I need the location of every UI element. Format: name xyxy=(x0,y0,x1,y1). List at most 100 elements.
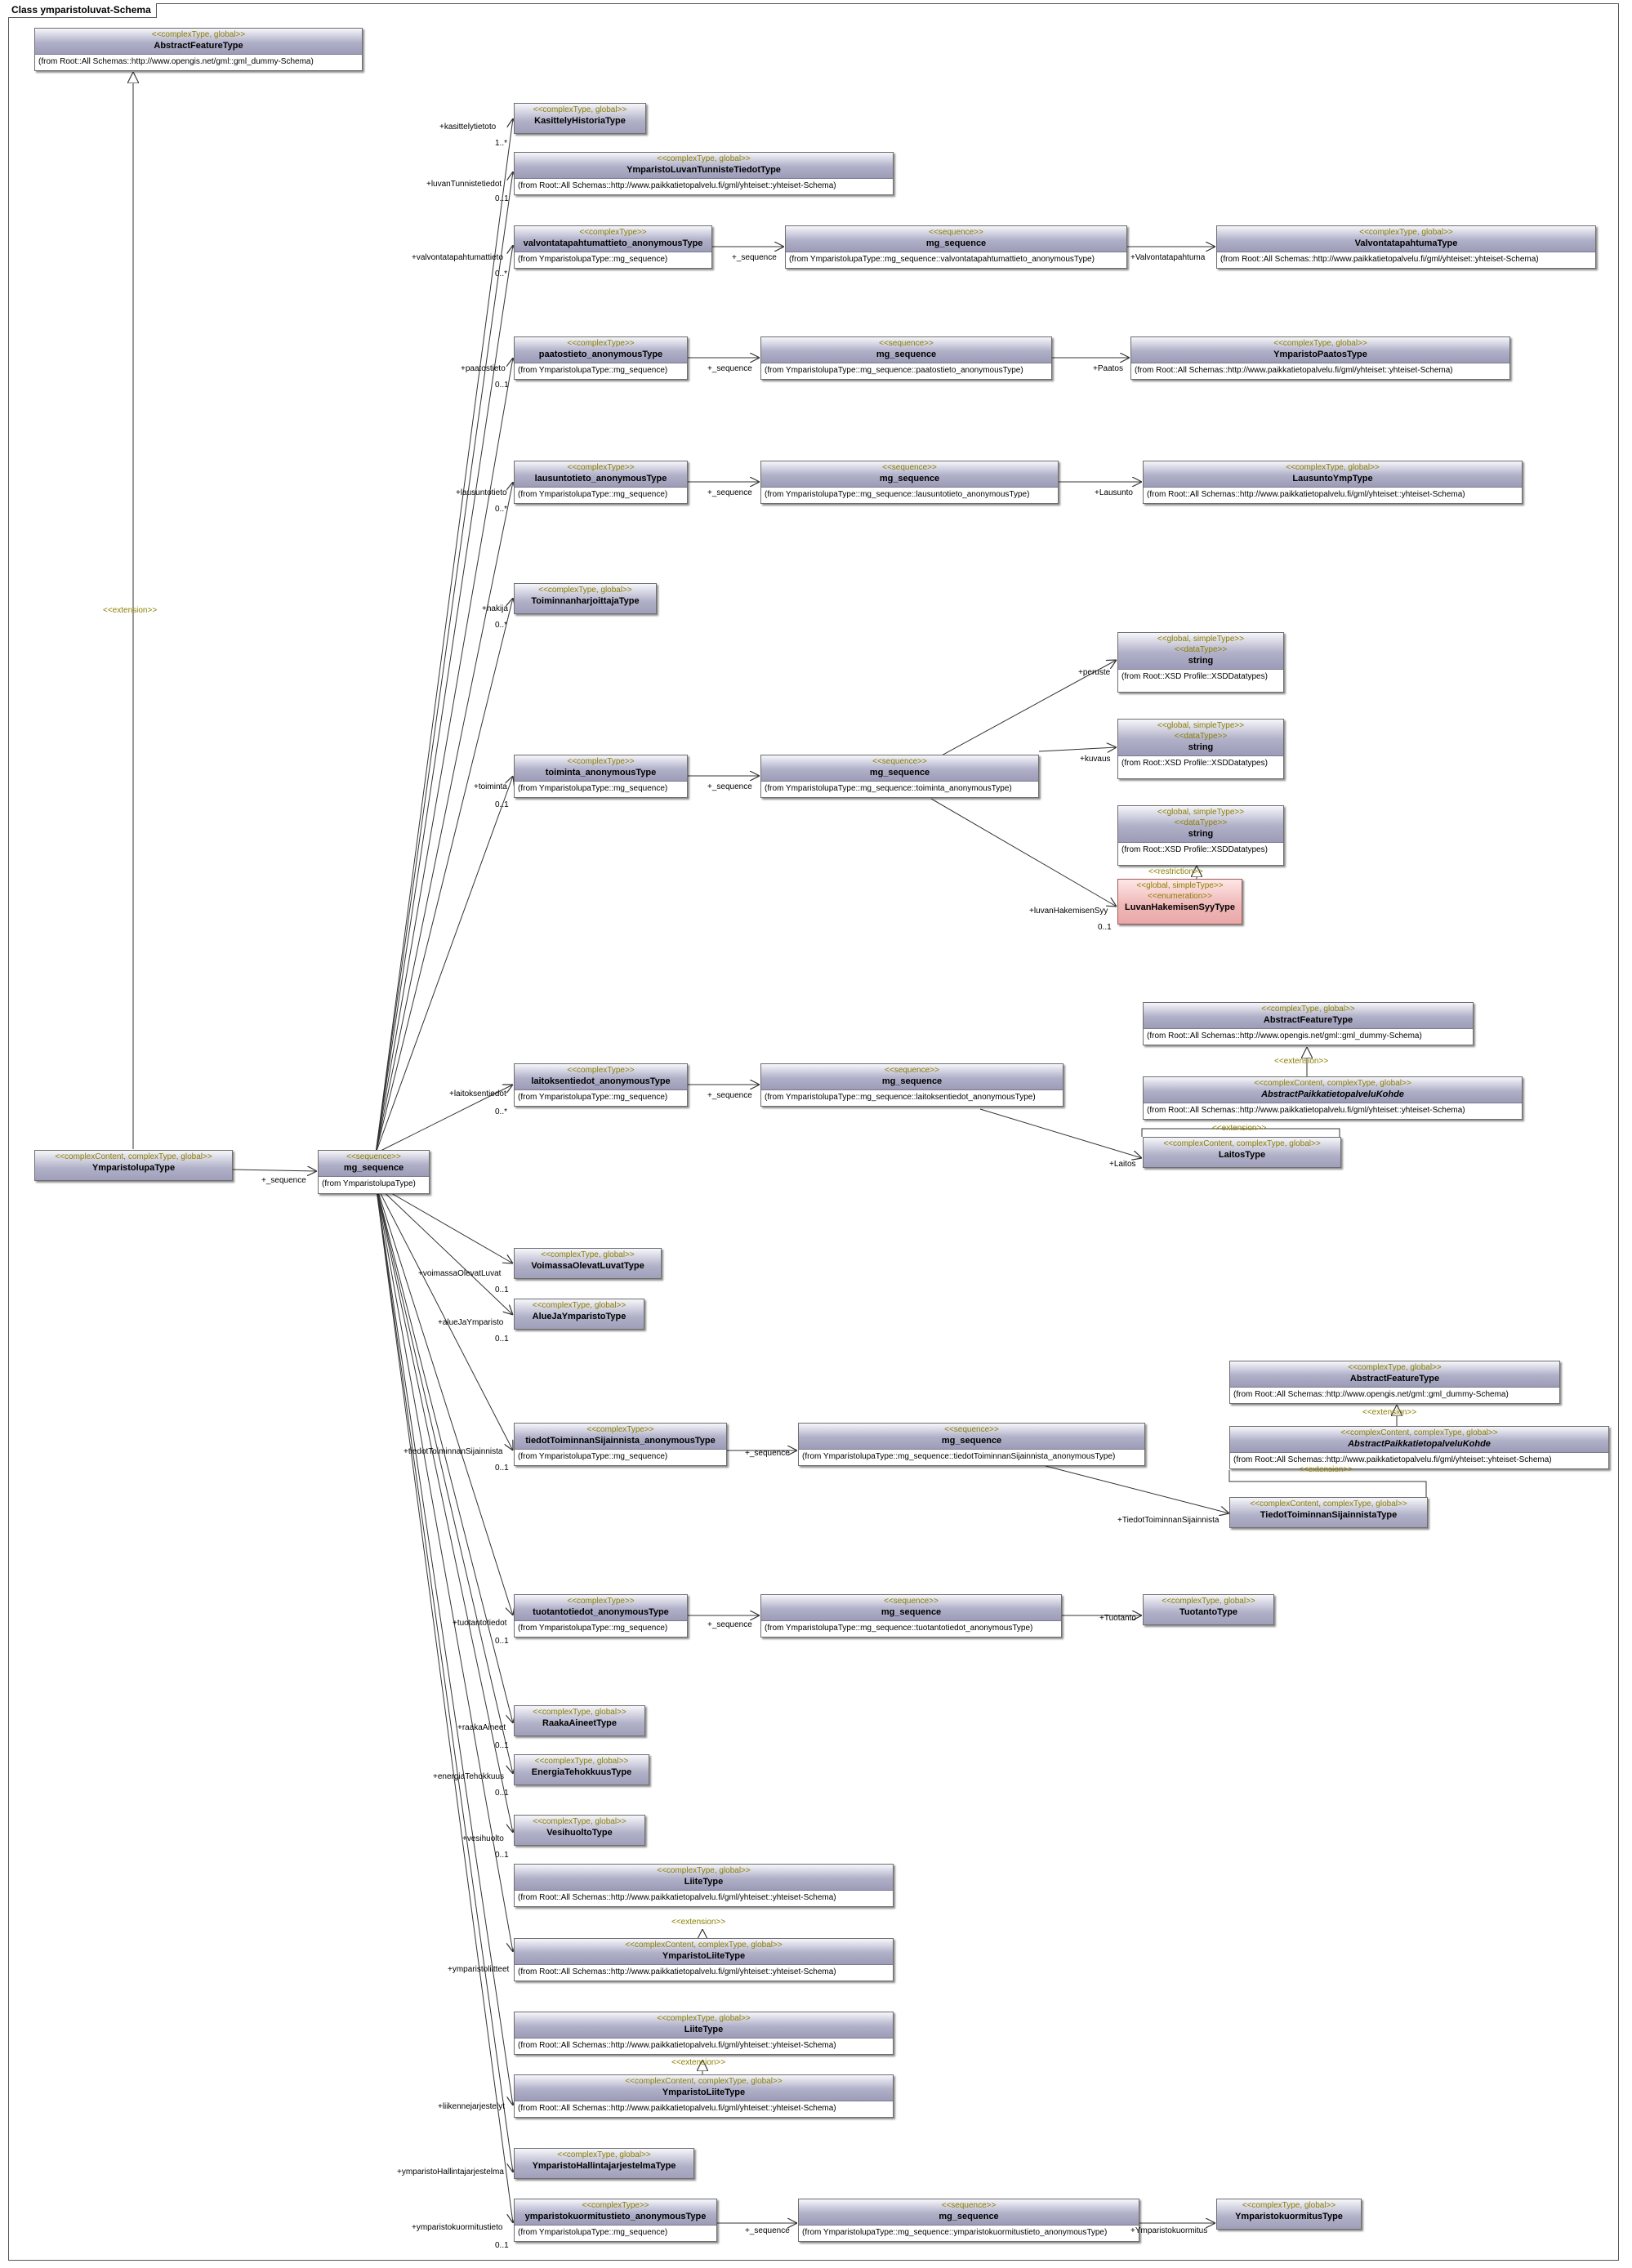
luvan-hakemisen-syy-type-box[interactable]: <<global, simpleType>><<enumeration>>Luv… xyxy=(1117,879,1242,925)
mult-label: 0..* xyxy=(495,1107,508,1116)
extension-label: <<extension>> xyxy=(671,2058,726,2067)
abstract-paikkatietopalvelu-kohde-box-1[interactable]: <<complexContent, complexType, global>>A… xyxy=(1143,1076,1523,1120)
string-type-box-3[interactable]: <<global, simpleType>><<dataType>>string… xyxy=(1117,805,1284,866)
mult-label: 0..1 xyxy=(495,1335,509,1343)
tiedot-toiminnan-sijainnista-anon-box[interactable]: <<complexType>>tiedotToiminnanSijainnist… xyxy=(514,1423,727,1466)
mult-label: 0..1 xyxy=(1098,923,1112,932)
mult-label: 0..1 xyxy=(495,1851,509,1860)
role-label: +raakaAineet xyxy=(457,1723,506,1732)
role-label: +luvanTunnistetiedot xyxy=(426,180,502,189)
lausuntotieto-anon-box[interactable]: <<complexType>>lausuntotieto_anonymousTy… xyxy=(514,461,688,504)
mult-label: 0..1 xyxy=(495,1464,509,1473)
mult-label: 0..1 xyxy=(495,194,509,203)
toiminnanharjoittaja-type-box[interactable]: <<complexType, global>>Toiminnanharjoitt… xyxy=(514,583,657,614)
mult-label: 0..1 xyxy=(495,1741,509,1750)
role-label: +laitoksentiedot xyxy=(449,1089,506,1098)
luvan-hakemisen-syy-label: +luvanHakemisenSyy xyxy=(1029,907,1108,916)
diagram-frame xyxy=(8,3,1619,2261)
mg-sequence-main-box[interactable]: <<sequence>>mg_sequence (from Ymparistol… xyxy=(318,1150,430,1194)
role-label: +voimassaOlevatLuvat xyxy=(418,1269,502,1278)
role-label: +kasittelytietoto xyxy=(439,123,497,131)
liite-type-box-2[interactable]: <<complexType, global>>LiiteType (from R… xyxy=(514,2012,894,2055)
mult-label: 0..1 xyxy=(495,1637,509,1646)
role-label: +toiminta xyxy=(474,782,507,791)
role-label: +alueJaYmparisto xyxy=(438,1318,504,1327)
diagram-title: Class ymparistoluvat-Schema xyxy=(8,3,157,18)
ymparisto-liite-type-box-1[interactable]: <<complexContent, complexType, global>>Y… xyxy=(514,1938,894,1981)
energia-tehokkuus-type-box[interactable]: <<complexType, global>>EnergiaTehokkuusT… xyxy=(514,1754,649,1785)
valvontatapahtuma-type-box[interactable]: <<complexType, global>>Valvontatapahtuma… xyxy=(1216,225,1596,269)
paatostieto-anon-box[interactable]: <<complexType>>paatostieto_anonymousType… xyxy=(514,336,688,380)
kuvaus-label: +kuvaus xyxy=(1080,755,1111,764)
sequence-label: +_sequence xyxy=(707,364,752,373)
mult-label: 0..* xyxy=(495,621,508,630)
luvan-tunniste-tiedot-type-box[interactable]: <<complexType, global>>YmparistoLuvanTun… xyxy=(514,152,894,195)
role-label: +liikennejarjestelyt xyxy=(438,2102,505,2111)
extension-label: <<extension>> xyxy=(103,606,158,615)
tuotantotiedot-anon-box[interactable]: <<complexType>>tuotantotiedot_anonymousT… xyxy=(514,1594,688,1638)
tuotanto-mg-sequence-box[interactable]: <<sequence>>mg_sequence (from Ymparistol… xyxy=(760,1594,1062,1638)
ymparistolupa-type-box[interactable]: <<complexContent, complexType, global>>Y… xyxy=(34,1150,233,1181)
mult-label: 1..* xyxy=(495,139,508,148)
sequence-label: +_sequence xyxy=(732,253,777,262)
valvontatapahtuma-label: +Valvontatapahtuma xyxy=(1130,253,1206,262)
tts-mg-sequence-box[interactable]: <<sequence>>mg_sequence (from Ymparistol… xyxy=(798,1423,1145,1466)
raaka-aineet-type-box[interactable]: <<complexType, global>>RaakaAineetType xyxy=(514,1705,645,1736)
lausunto-ymp-type-box[interactable]: <<complexType, global>>LausuntoYmpType (… xyxy=(1143,461,1523,504)
kuormitus-label: +Ymparistokuormitus xyxy=(1130,2226,1208,2235)
toiminta-mg-sequence-box[interactable]: <<sequence>>mg_sequence (from Ymparistol… xyxy=(760,755,1039,798)
abstract-feature-type-box-2[interactable]: <<complexType, global>>AbstractFeatureTy… xyxy=(1143,1002,1474,1045)
toiminta-anon-box[interactable]: <<complexType>>toiminta_anonymousType (f… xyxy=(514,755,688,798)
tuotanto-label: +Tuotanto xyxy=(1099,1614,1136,1623)
sequence-label: +_sequence xyxy=(707,488,752,497)
ymparisto-paatos-type-box[interactable]: <<complexType, global>>YmparistoPaatosTy… xyxy=(1130,336,1510,380)
laitos-label: +Laitos xyxy=(1109,1160,1136,1169)
peruste-label: +peruste xyxy=(1078,668,1111,677)
laitos-type-box[interactable]: <<complexContent, complexType, global>>L… xyxy=(1143,1137,1341,1168)
sequence-label: +_sequence xyxy=(707,1620,752,1629)
liite-type-box-1[interactable]: <<complexType, global>>LiiteType (from R… xyxy=(514,1864,894,1907)
mult-label: 0..1 xyxy=(495,800,509,809)
abstract-paikkatietopalvelu-kohde-box-2[interactable]: <<complexContent, complexType, global>>A… xyxy=(1229,1426,1609,1469)
sequence-label-main: +_sequence xyxy=(261,1176,306,1185)
role-label: +tuotantotiedot xyxy=(453,1619,507,1628)
lausunto-mg-sequence-box[interactable]: <<sequence>>mg_sequence (from Ymparistol… xyxy=(760,461,1059,504)
abstract-feature-type-box-3[interactable]: <<complexType, global>>AbstractFeatureTy… xyxy=(1229,1361,1560,1404)
string-type-box-1[interactable]: <<global, simpleType>><<dataType>>string… xyxy=(1117,632,1284,693)
vesihuolto-type-box[interactable]: <<complexType, global>>VesihuoltoType xyxy=(514,1815,645,1846)
paatos-mg-sequence-box[interactable]: <<sequence>>mg_sequence (from Ymparistol… xyxy=(760,336,1052,380)
ymparisto-hallintajarjestelma-type-box[interactable]: <<complexType, global>>YmparistoHallinta… xyxy=(514,2148,694,2179)
sequence-link-main xyxy=(232,1170,317,1171)
valvonta-mg-sequence-box[interactable]: <<sequence>>mg_sequence (from Ymparistol… xyxy=(785,225,1127,269)
role-label: +hakija xyxy=(482,604,508,613)
extension-label: <<extension>> xyxy=(1299,1465,1353,1474)
kasittely-historia-type-box[interactable]: <<complexType, global>>KasittelyHistoria… xyxy=(514,103,646,134)
tuotanto-type-box[interactable]: <<complexType, global>>TuotantoType xyxy=(1143,1594,1274,1625)
string-type-box-2[interactable]: <<global, simpleType>><<dataType>>string… xyxy=(1117,719,1284,779)
laitoksentiedot-anon-box[interactable]: <<complexType>>laitoksentiedot_anonymous… xyxy=(514,1063,688,1107)
abstract-feature-type-box[interactable]: <<complexType, global>>AbstractFeatureTy… xyxy=(34,28,363,71)
tiedot-toiminnan-sijainnista-type-box[interactable]: <<complexContent, complexType, global>>T… xyxy=(1229,1497,1428,1528)
ymparisto-liite-type-box-2[interactable]: <<complexContent, complexType, global>>Y… xyxy=(514,2074,894,2118)
lausunto-label: +Lausunto xyxy=(1095,488,1133,497)
voimassa-olevat-luvat-type-box[interactable]: <<complexType, global>>VoimassaOlevatLuv… xyxy=(514,1248,662,1279)
extension-label: <<extension>> xyxy=(1274,1057,1329,1066)
role-label: +paatostieto xyxy=(461,364,506,373)
role-label: +tiedotToiminnanSijainnista xyxy=(404,1447,503,1456)
ymparistokuormitus-type-box[interactable]: <<complexType, global>>Ymparistokuormitu… xyxy=(1216,2199,1362,2230)
restriction-label: <<restriction>> xyxy=(1148,867,1203,876)
laitos-mg-sequence-box[interactable]: <<sequence>>mg_sequence (from Ymparistol… xyxy=(760,1063,1063,1107)
mult-label: 0..* xyxy=(495,505,508,514)
role-label: +ymparistoHallintajarjestelma xyxy=(397,2168,504,2177)
kuormitus-mg-sequence-box[interactable]: <<sequence>>mg_sequence (from Ymparistol… xyxy=(798,2199,1139,2242)
mult-label: 0..1 xyxy=(495,2241,509,2250)
role-label: +ymparistokuormitustieto xyxy=(412,2223,503,2232)
extension-label: <<extension>> xyxy=(671,1918,726,1927)
mult-label: 0..1 xyxy=(495,381,509,390)
ymparistokuormitustieto-anon-box[interactable]: <<complexType>>ymparistokuormitustieto_a… xyxy=(514,2199,717,2242)
alue-ja-ymparisto-type-box[interactable]: <<complexType, global>>AlueJaYmparistoTy… xyxy=(514,1299,644,1330)
valvontatapahtumattieto-anon-box[interactable]: <<complexType>>valvontatapahtumattieto_a… xyxy=(514,225,712,269)
role-label: +energiaTehokkuus xyxy=(433,1772,505,1781)
extension-label: <<extension>> xyxy=(1362,1408,1417,1417)
paatos-label: +Paatos xyxy=(1093,364,1123,373)
